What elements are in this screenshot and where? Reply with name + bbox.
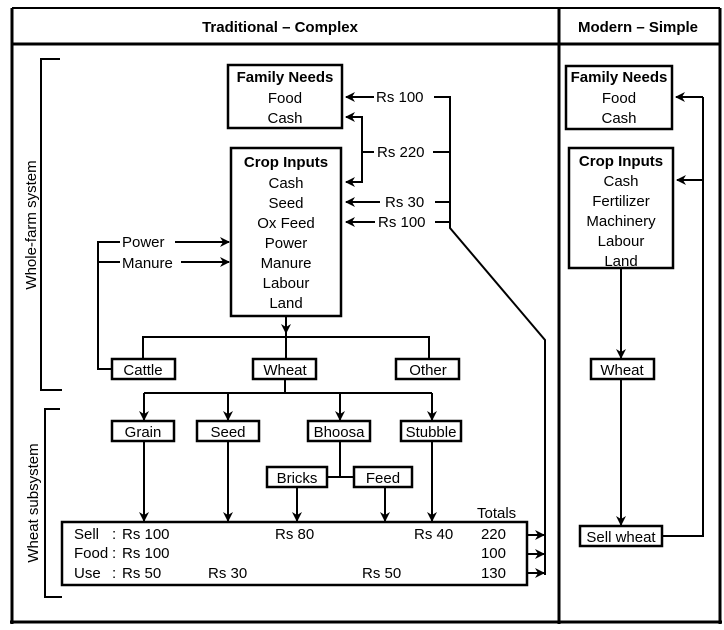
product-bhoosa: Bhoosa bbox=[306, 419, 372, 443]
summary-row-sell: Sell : Rs 100 Rs 80 Rs 40 220 bbox=[74, 526, 506, 543]
header-traditional: Traditional – Complex bbox=[202, 19, 359, 36]
bhoosa-use-bricks: Bricks bbox=[265, 465, 329, 489]
row-label: Sell bbox=[74, 526, 99, 543]
bhoosa-use-bricks-label: Bricks bbox=[277, 470, 318, 487]
flow-label-ox-feed: Rs 100 bbox=[378, 214, 426, 231]
trad-crop-inputs-title: Crop Inputs bbox=[244, 154, 328, 171]
trad-crop-input-item: Land bbox=[269, 295, 302, 312]
row-sep: : bbox=[112, 526, 116, 543]
enterprise-cattle: Cattle bbox=[110, 357, 177, 381]
trad-crop-input-item: Labour bbox=[263, 275, 310, 292]
inputs-to-enterprises bbox=[142, 316, 430, 359]
row-value: Rs 40 bbox=[414, 526, 453, 543]
cattle-feedback-loop bbox=[97, 237, 230, 370]
modern-wheat-label: Wheat bbox=[600, 362, 644, 379]
row-value: Rs 30 bbox=[208, 565, 247, 582]
modern-wheat-box: Wheat bbox=[589, 357, 656, 381]
modern-family-needs-box: Family Needs Food Cash bbox=[564, 64, 674, 131]
modern-crop-input-item: Cash bbox=[603, 173, 638, 190]
product-stubble-label: Stubble bbox=[406, 424, 457, 441]
whole-farm-bracket bbox=[40, 58, 62, 391]
product-seed: Seed bbox=[195, 419, 261, 443]
flow-label-seed: Rs 30 bbox=[385, 194, 424, 211]
outer-frame bbox=[10, 7, 722, 624]
row-total: 130 bbox=[481, 565, 506, 582]
flow-label-power: Power bbox=[122, 234, 165, 251]
row-value: Rs 100 bbox=[122, 526, 170, 543]
header-modern: Modern – Simple bbox=[578, 19, 698, 36]
label-wheat-subsystem: Wheat subsystem bbox=[25, 443, 42, 562]
modern-crop-input-item: Land bbox=[604, 253, 637, 270]
enterprise-cattle-label: Cattle bbox=[123, 362, 162, 379]
trad-crop-input-item: Manure bbox=[261, 255, 312, 272]
product-stubble: Stubble bbox=[399, 419, 463, 443]
flow-label-manure: Manure bbox=[122, 255, 173, 272]
modern-family-needs-title: Family Needs bbox=[571, 69, 668, 86]
trad-family-needs-item: Cash bbox=[267, 110, 302, 127]
modern-flows bbox=[616, 92, 704, 537]
trad-money-flows bbox=[345, 92, 546, 575]
summary-row-food: Food : Rs 100 100 bbox=[74, 545, 506, 562]
row-value: Rs 100 bbox=[122, 545, 170, 562]
trad-family-needs-title: Family Needs bbox=[237, 69, 334, 86]
row-label: Food bbox=[74, 545, 108, 562]
trad-crop-input-item: Cash bbox=[268, 175, 303, 192]
row-value: Rs 80 bbox=[275, 526, 314, 543]
bhoosa-split bbox=[327, 441, 354, 478]
trad-crop-inputs-box: Crop Inputs Cash Seed Ox Feed Power Manu… bbox=[229, 146, 343, 318]
totals-header: Totals bbox=[477, 505, 516, 522]
row-value: Rs 50 bbox=[362, 565, 401, 582]
trad-crop-input-item: Seed bbox=[268, 195, 303, 212]
row-label: Use bbox=[74, 565, 101, 582]
modern-crop-inputs-title: Crop Inputs bbox=[579, 153, 663, 170]
row-sep: : bbox=[112, 565, 116, 582]
product-bhoosa-label: Bhoosa bbox=[314, 424, 366, 441]
row-total: 220 bbox=[481, 526, 506, 543]
row-total: 100 bbox=[481, 545, 506, 562]
trad-family-needs-box: Family Needs Food Cash bbox=[226, 63, 344, 130]
modern-sell-wheat-label: Sell wheat bbox=[586, 529, 656, 546]
modern-family-needs-item: Cash bbox=[601, 110, 636, 127]
row-sep: : bbox=[112, 545, 116, 562]
summary-table: Totals Sell : Rs 100 Rs 80 Rs 40 220 Foo… bbox=[60, 505, 545, 587]
enterprise-wheat-label: Wheat bbox=[263, 362, 307, 379]
product-grain: Grain bbox=[110, 419, 176, 443]
bhoosa-use-feed: Feed bbox=[352, 465, 414, 489]
products-to-summary bbox=[139, 441, 437, 522]
product-grain-label: Grain bbox=[125, 424, 162, 441]
label-whole-farm-system: Whole-farm system bbox=[23, 160, 40, 289]
trad-crop-input-item: Ox Feed bbox=[257, 215, 315, 232]
bhoosa-use-feed-label: Feed bbox=[366, 470, 400, 487]
modern-sell-wheat-box: Sell wheat bbox=[578, 524, 664, 548]
modern-crop-input-item: Machinery bbox=[586, 213, 656, 230]
modern-crop-input-item: Labour bbox=[598, 233, 645, 250]
flow-label-cash: Rs 220 bbox=[377, 144, 425, 161]
wheat-subsystem-bracket bbox=[44, 408, 62, 598]
trad-crop-input-item: Power bbox=[265, 235, 308, 252]
product-seed-label: Seed bbox=[210, 424, 245, 441]
modern-crop-inputs-box: Crop Inputs Cash Fertilizer Machinery La… bbox=[567, 146, 675, 270]
trad-family-needs-item: Food bbox=[268, 90, 302, 107]
summary-row-use: Use : Rs 50 Rs 30 Rs 50 130 bbox=[74, 565, 506, 582]
enterprise-other: Other bbox=[394, 357, 461, 381]
flow-label-food: Rs 100 bbox=[376, 89, 424, 106]
modern-crop-input-item: Fertilizer bbox=[592, 193, 650, 210]
wheat-to-products bbox=[139, 379, 437, 421]
enterprise-wheat: Wheat bbox=[251, 357, 318, 381]
enterprise-other-label: Other bbox=[409, 362, 447, 379]
modern-family-needs-item: Food bbox=[602, 90, 636, 107]
row-value: Rs 50 bbox=[122, 565, 161, 582]
